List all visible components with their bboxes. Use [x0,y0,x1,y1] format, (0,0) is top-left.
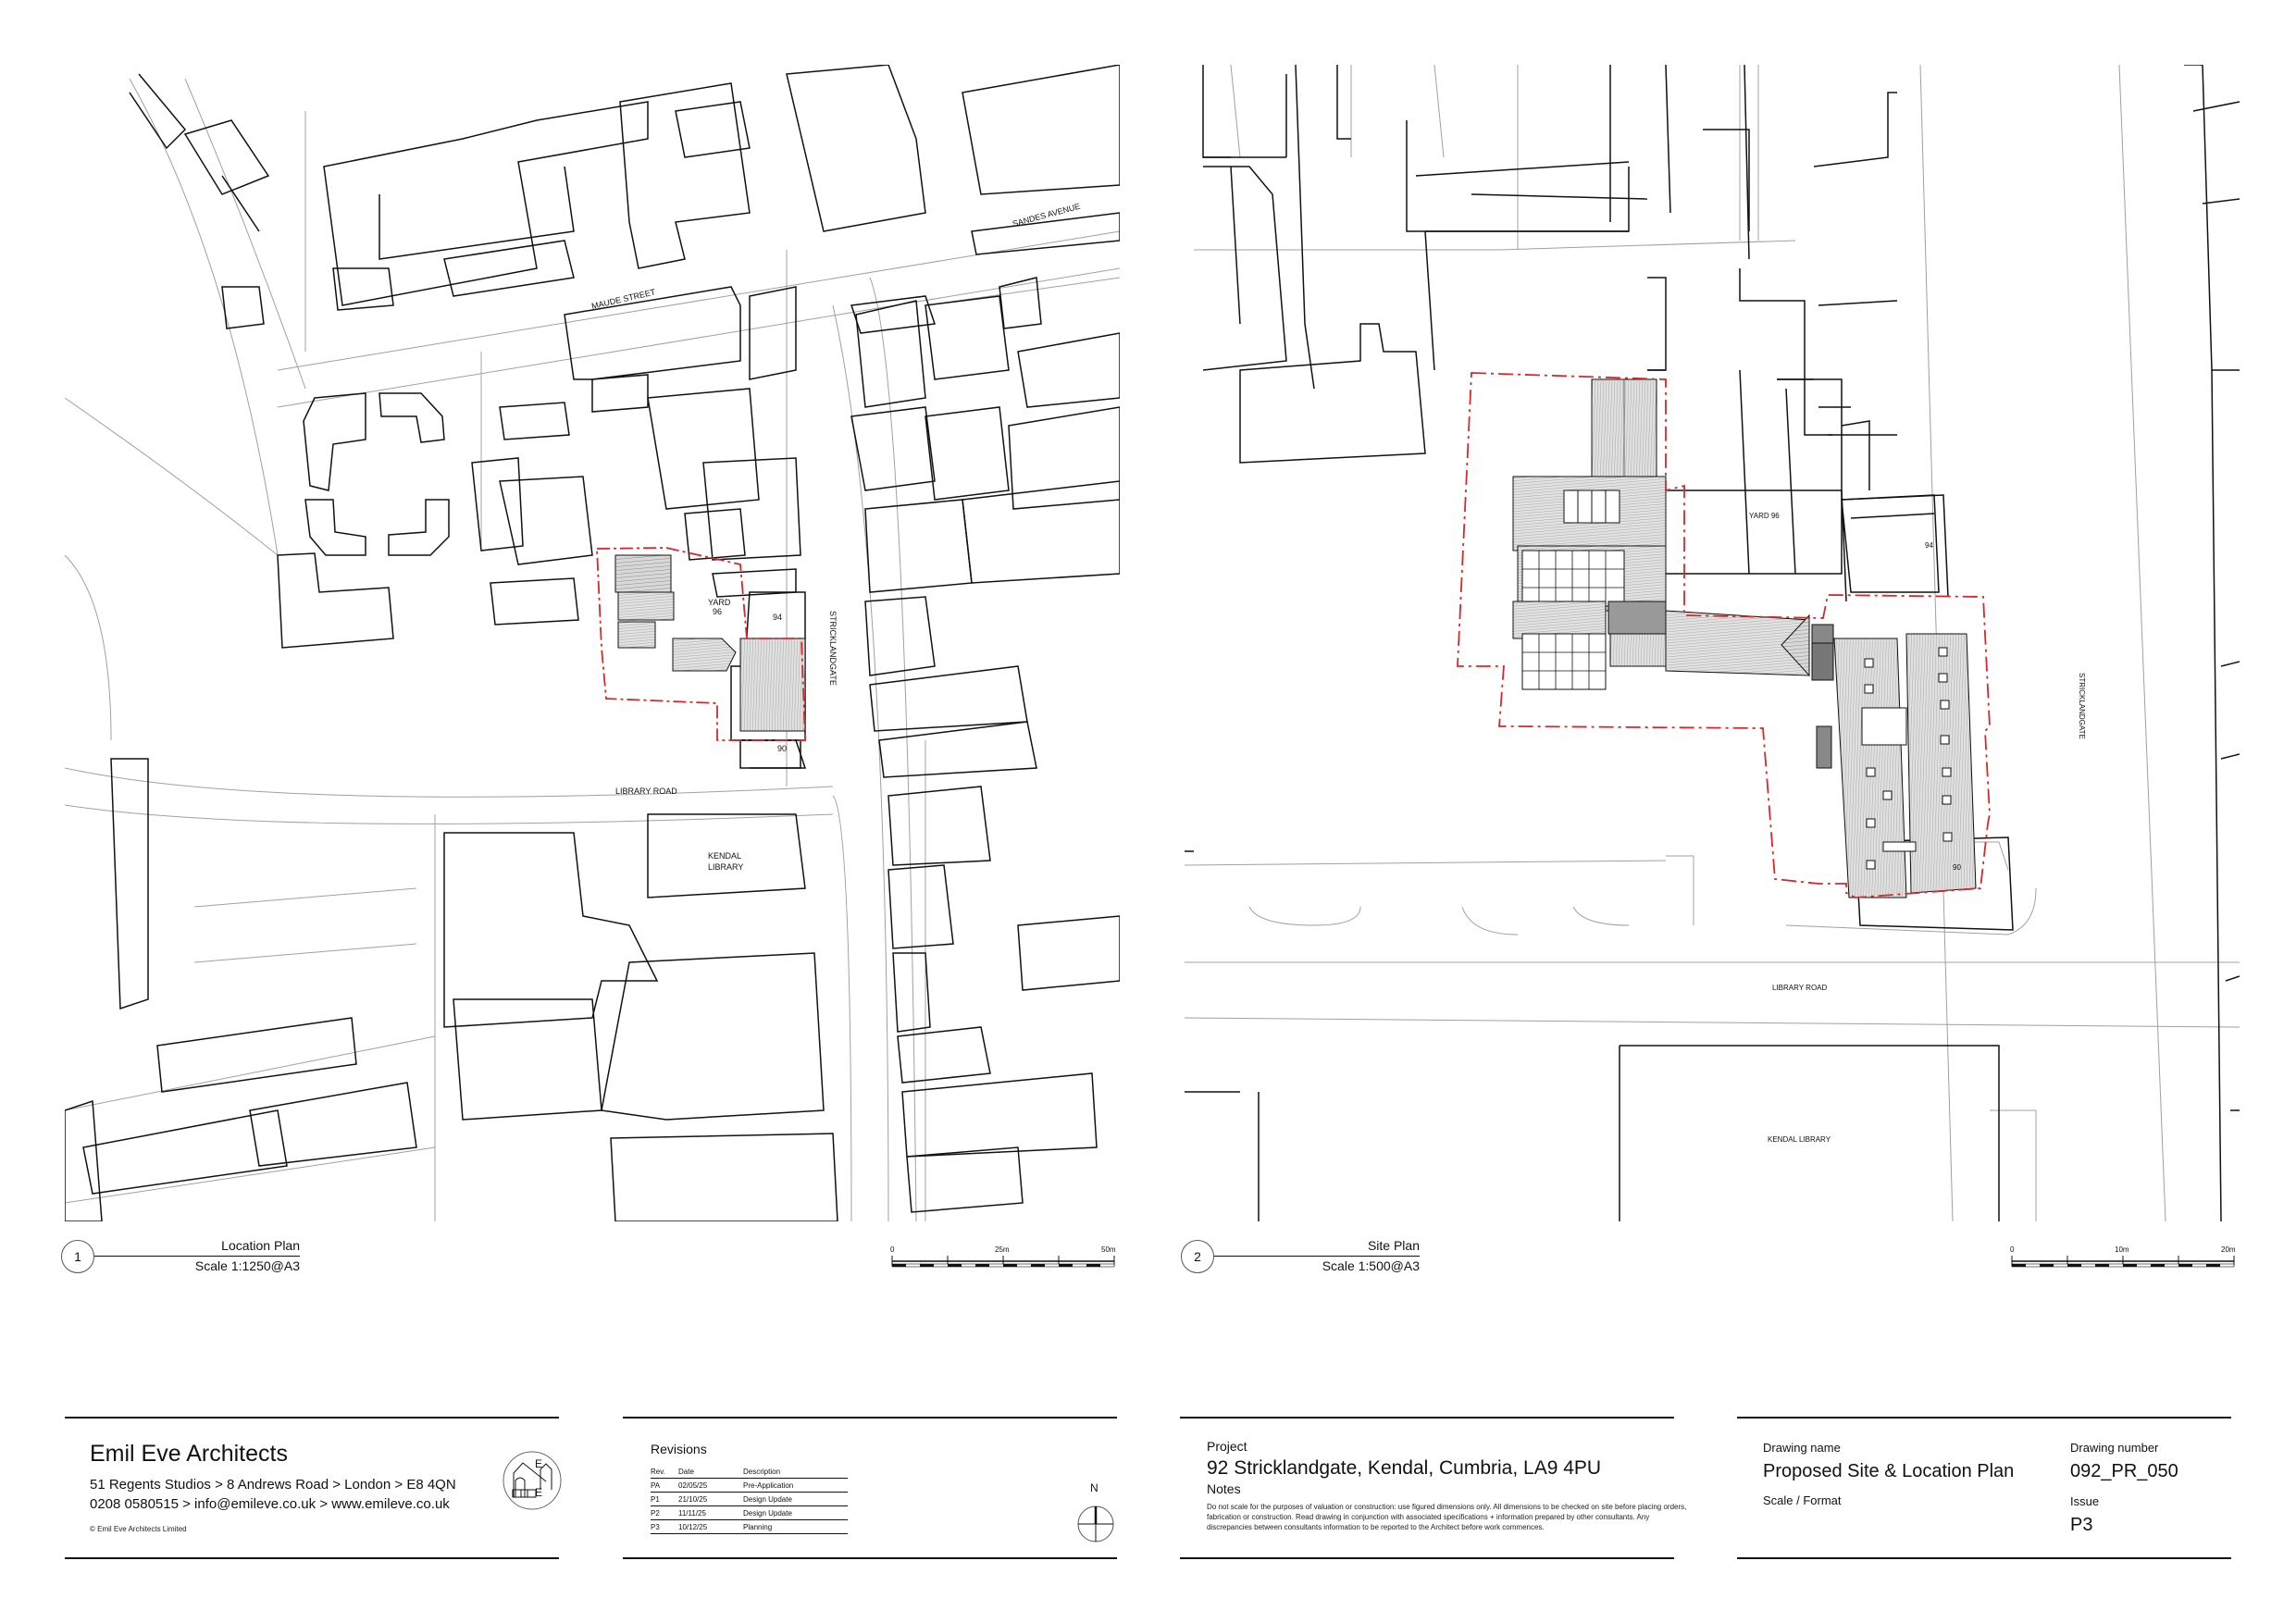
header-description: Description [743,1467,781,1476]
drawing-title: Location Plan [221,1238,300,1253]
rev-code: P2 [651,1505,678,1520]
rev-code: PA [651,1478,678,1493]
drawing-title: Site Plan [1367,1238,1420,1253]
label-number-90: 90 [777,744,787,753]
label-number-94: 94 [1925,541,1933,550]
rev-description: Pre-Application [743,1478,848,1493]
site-boundary-line [1457,372,1991,898]
scale-label: 25m [995,1245,1010,1254]
label-stricklandgate: STRICKLANDGATE [828,611,838,686]
firm-panel: Emil Eve Architects 51 Regents Studios >… [90,1441,456,1533]
header-rev: Rev. [651,1467,665,1476]
scale-bar-1 [891,1256,1115,1268]
divider [623,1557,1117,1559]
rev-description: Design Update [743,1505,848,1520]
table-row: PA 02/05/25 Pre-Application [651,1478,848,1493]
scale-label: 10m [2115,1245,2129,1254]
firm-address: 51 Regents Studios > 8 Andrews Road > Lo… [90,1477,456,1493]
label-library-road: LIBRARY ROAD [1772,984,1828,992]
label-maude-street: MAUDE STREET [590,287,656,311]
label-stricklandgate: STRICKLANDGATE [2078,673,2086,739]
rev-date: 02/05/25 [678,1478,743,1493]
project-panel: Project 92 Stricklandgate, Kendal, Cumbr… [1207,1439,1688,1532]
table-row: P1 21/10/25 Design Update [651,1492,848,1506]
drawing-number-badge: 1 [61,1240,94,1273]
rev-code: P1 [651,1492,678,1506]
notes-text: Do not scale for the purposes of valuati… [1207,1503,1687,1531]
revisions-table: Rev. Date Description PA 02/05/25 Pre-Ap… [651,1465,848,1534]
divider [65,1557,559,1559]
scale-bar-2 [2011,1256,2235,1268]
logo-letter: E [535,1486,543,1499]
scale-format-label: Scale / Format [1763,1493,1842,1507]
header-date: Date [678,1467,694,1476]
label-kendal-library-2: LIBRARY [708,862,743,872]
firm-copyright: © Emil Eve Architects Limited [90,1525,187,1533]
label-yard-number: 96 [713,607,722,616]
label-yard-96: YARD 96 [1749,512,1780,520]
label-yard: YARD [708,598,731,607]
north-arrow-icon [1077,1505,1114,1542]
rev-description: Design Update [743,1492,848,1506]
issue-value: P3 [2070,1515,2093,1535]
table-row: P2 11/11/25 Design Update [651,1505,848,1520]
logo-letter: E [535,1457,543,1470]
divider [1180,1417,1674,1419]
firm-logo-icon [503,1451,562,1510]
drawing-name: Proposed Site & Location Plan [1763,1461,2015,1481]
title-rule [94,1256,300,1257]
rev-date: 21/10/25 [678,1492,743,1506]
firm-contact: 0208 0580515 > info@emileve.co.uk > www.… [90,1496,450,1512]
label-library-road: LIBRARY ROAD [615,787,677,796]
drawing-scale: Scale 1:500@A3 [1322,1258,1420,1273]
location-plan: MAUDE STREET SANDES AVENUE STRICKLANDGAT… [65,65,1120,1221]
drawing-title-2: 2 Site Plan Scale 1:500@A3 [1181,1238,1458,1275]
label-kendal-library: KENDAL LIBRARY [1768,1135,1831,1144]
drawing-number-badge: 2 [1181,1240,1214,1273]
north-label: N [1090,1481,1098,1494]
divider [623,1417,1117,1419]
project-title: 92 Stricklandgate, Kendal, Cumbria, LA9 … [1207,1457,1602,1479]
rev-date: 10/12/25 [678,1519,743,1534]
scale-label: 0 [2010,1245,2015,1254]
drawing-title-1: 1 Location Plan Scale 1:1250@A3 [61,1238,339,1275]
drawing-number: 092_PR_050 [2070,1461,2178,1481]
drawing-scale: Scale 1:1250@A3 [194,1258,300,1273]
rev-date: 11/11/25 [678,1505,743,1520]
notes-label: Notes [1207,1481,1241,1496]
label-sandes-avenue: SANDES AVENUE [1011,202,1081,229]
label-number-90: 90 [1953,863,1961,872]
rev-code: P3 [651,1519,678,1534]
firm-name: Emil Eve Architects [90,1441,288,1467]
drawing-number-label: Drawing number [2070,1441,2159,1455]
revisions-title: Revisions [651,1442,707,1456]
revisions-header-row: Rev. Date Description [651,1465,848,1479]
divider [1737,1557,2231,1559]
table-row: P3 10/12/25 Planning [651,1519,848,1534]
label-number-94: 94 [773,613,782,622]
scale-label: 20m [2221,1245,2236,1254]
site-plan: YARD 96 94 90 LIBRARY ROAD KENDAL LIBRAR… [1185,65,2240,1221]
divider [1180,1557,1674,1559]
issue-label: Issue [2070,1494,2100,1508]
scale-label: 0 [890,1245,895,1254]
rev-description: Planning [743,1519,848,1534]
divider [1737,1417,2231,1419]
label-kendal-library: KENDAL [708,851,741,861]
title-rule [1214,1256,1420,1257]
divider [65,1417,559,1419]
scale-label: 50m [1101,1245,1116,1254]
project-label: Project [1207,1439,1247,1454]
drawing-name-label: Drawing name [1763,1441,1841,1455]
